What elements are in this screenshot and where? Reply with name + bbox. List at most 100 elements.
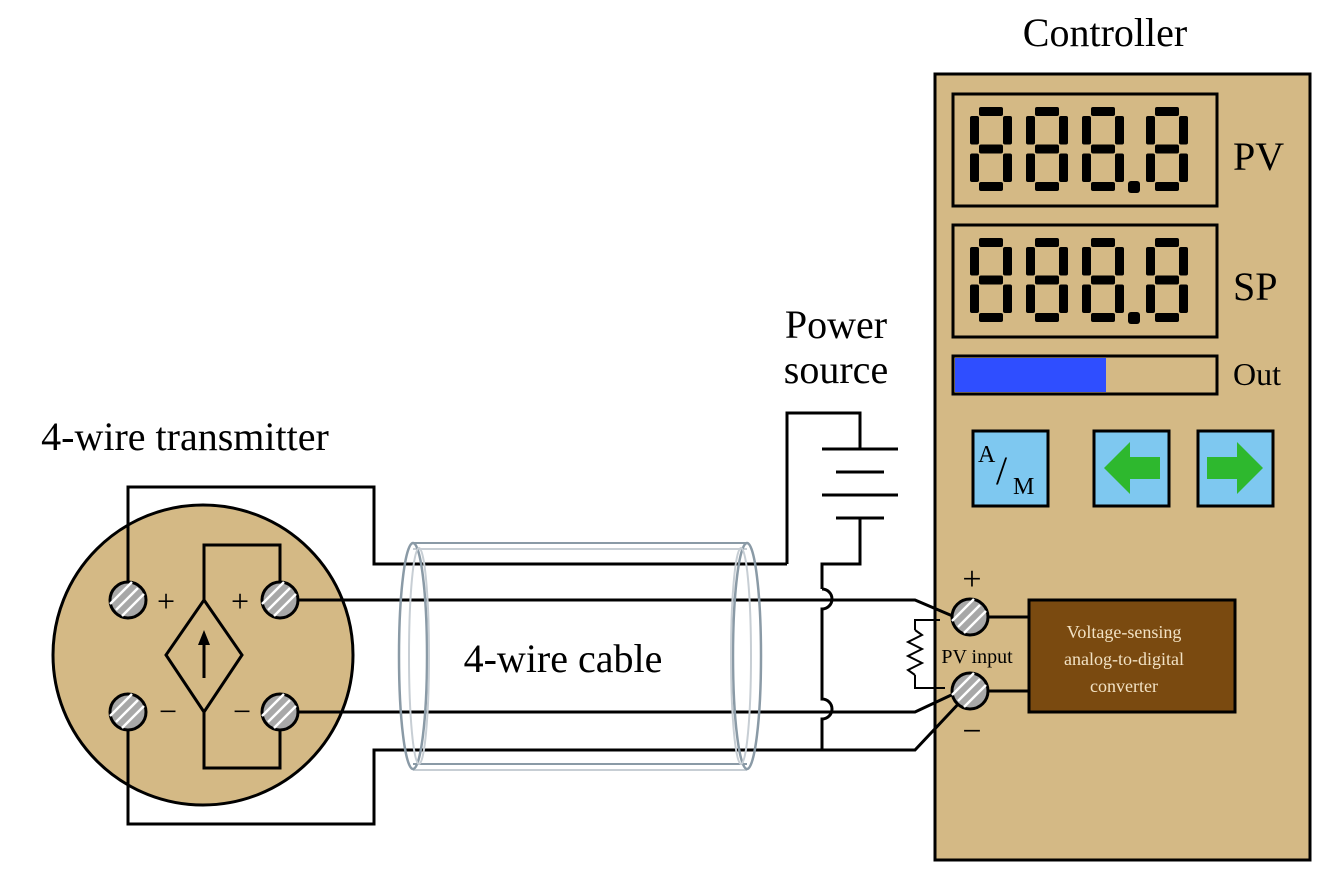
terminal-screw-icon (108, 692, 148, 732)
power-source-label-2: source (784, 347, 888, 392)
segment-e (1146, 284, 1155, 313)
segment-f (1026, 247, 1035, 276)
segment-b (1003, 247, 1012, 276)
segment-c (1115, 284, 1124, 313)
terminal-screw-icon (260, 692, 300, 732)
segment-g (979, 144, 1003, 154)
decimal-point (1128, 312, 1140, 324)
segment-f (1146, 247, 1155, 276)
segment-b (1179, 247, 1188, 276)
segment-g (1155, 275, 1179, 285)
segment-e (1082, 284, 1091, 313)
adc-line-2: analog-to-digital (1064, 649, 1184, 669)
right-arrow-icon (1207, 442, 1263, 494)
four-wire-cable (397, 541, 763, 771)
segment-g (1091, 144, 1115, 154)
segment-c (1003, 284, 1012, 313)
terminal-screw-icon (950, 671, 990, 711)
segment-g (1155, 144, 1179, 154)
segment-e (970, 153, 979, 182)
pv-label: PV (1233, 134, 1284, 179)
segment-d (1091, 313, 1115, 322)
power-minus-label: − (159, 693, 177, 729)
segment-d (1035, 313, 1059, 322)
segment-d (1155, 182, 1179, 191)
segment-e (1026, 284, 1035, 313)
segment-b (1115, 116, 1124, 145)
decimal-point (1128, 181, 1140, 193)
segment-g (1035, 275, 1059, 285)
segment-b (1059, 247, 1068, 276)
segment-b (1003, 116, 1012, 145)
segment-f (970, 247, 979, 276)
cable-label: 4-wire cable (464, 636, 663, 681)
signal-plus-label: + (231, 583, 249, 619)
segment-a (1091, 238, 1115, 247)
current-source-icon (164, 543, 282, 770)
digit (1026, 238, 1068, 322)
signal-minus-label: − (233, 693, 251, 729)
sp-label: SP (1233, 264, 1278, 309)
segment-e (1082, 153, 1091, 182)
digit (1146, 107, 1188, 191)
output-bar-fill (955, 358, 1106, 392)
digit (970, 107, 1012, 191)
terminal-screws (108, 580, 990, 732)
segment-a (979, 238, 1003, 247)
segment-f (1082, 116, 1091, 145)
pv-input-label: PV input (941, 646, 1013, 668)
segment-g (1091, 275, 1115, 285)
am-m-text: M (1013, 474, 1034, 500)
transmitter-label: 4-wire transmitter (41, 414, 329, 459)
segment-d (979, 313, 1003, 322)
pv-display (951, 92, 1219, 208)
segment-b (1115, 247, 1124, 276)
controller-minus-label: − (962, 713, 981, 750)
digit (970, 238, 1012, 322)
digit (1026, 107, 1068, 191)
increase-button[interactable] (1196, 429, 1275, 508)
terminal-screw-icon (950, 597, 990, 637)
segment-d (1155, 313, 1179, 322)
segment-a (1155, 107, 1179, 116)
segment-a (1035, 238, 1059, 247)
segment-a (979, 107, 1003, 116)
output-bar (951, 354, 1219, 396)
segment-a (1035, 107, 1059, 116)
segment-d (1091, 182, 1115, 191)
terminal-screw-icon (108, 580, 148, 620)
battery-icon (785, 411, 964, 752)
auto-manual-button[interactable]: A / M (971, 429, 1050, 508)
sp-digits (970, 238, 1188, 324)
resistor-icon (905, 619, 945, 689)
segment-d (1035, 182, 1059, 191)
am-slash-text: / (996, 448, 1008, 493)
am-a-text: A (978, 442, 996, 468)
terminal-screw-icon (260, 580, 300, 620)
adc-line-3: converter (1090, 676, 1158, 696)
segment-b (1059, 116, 1068, 145)
segment-f (970, 116, 979, 145)
segment-e (970, 284, 979, 313)
segment-c (1003, 153, 1012, 182)
segment-f (1082, 247, 1091, 276)
segment-g (979, 275, 1003, 285)
controller-plus-label: + (962, 561, 981, 598)
segment-e (1026, 153, 1035, 182)
segment-c (1059, 153, 1068, 182)
segment-a (1155, 238, 1179, 247)
segment-a (1091, 107, 1115, 116)
segment-d (979, 182, 1003, 191)
decrease-button[interactable] (1092, 429, 1171, 508)
segment-e (1146, 153, 1155, 182)
sp-display (951, 223, 1219, 339)
segment-c (1059, 284, 1068, 313)
segment-c (1179, 153, 1188, 182)
segment-c (1179, 284, 1188, 313)
power-plus-label: + (157, 583, 175, 619)
segment-g (1035, 144, 1059, 154)
left-arrow-icon (1104, 442, 1160, 494)
segment-f (1146, 116, 1155, 145)
digit (1082, 238, 1124, 322)
adc-line-1: Voltage-sensing (1067, 622, 1182, 642)
